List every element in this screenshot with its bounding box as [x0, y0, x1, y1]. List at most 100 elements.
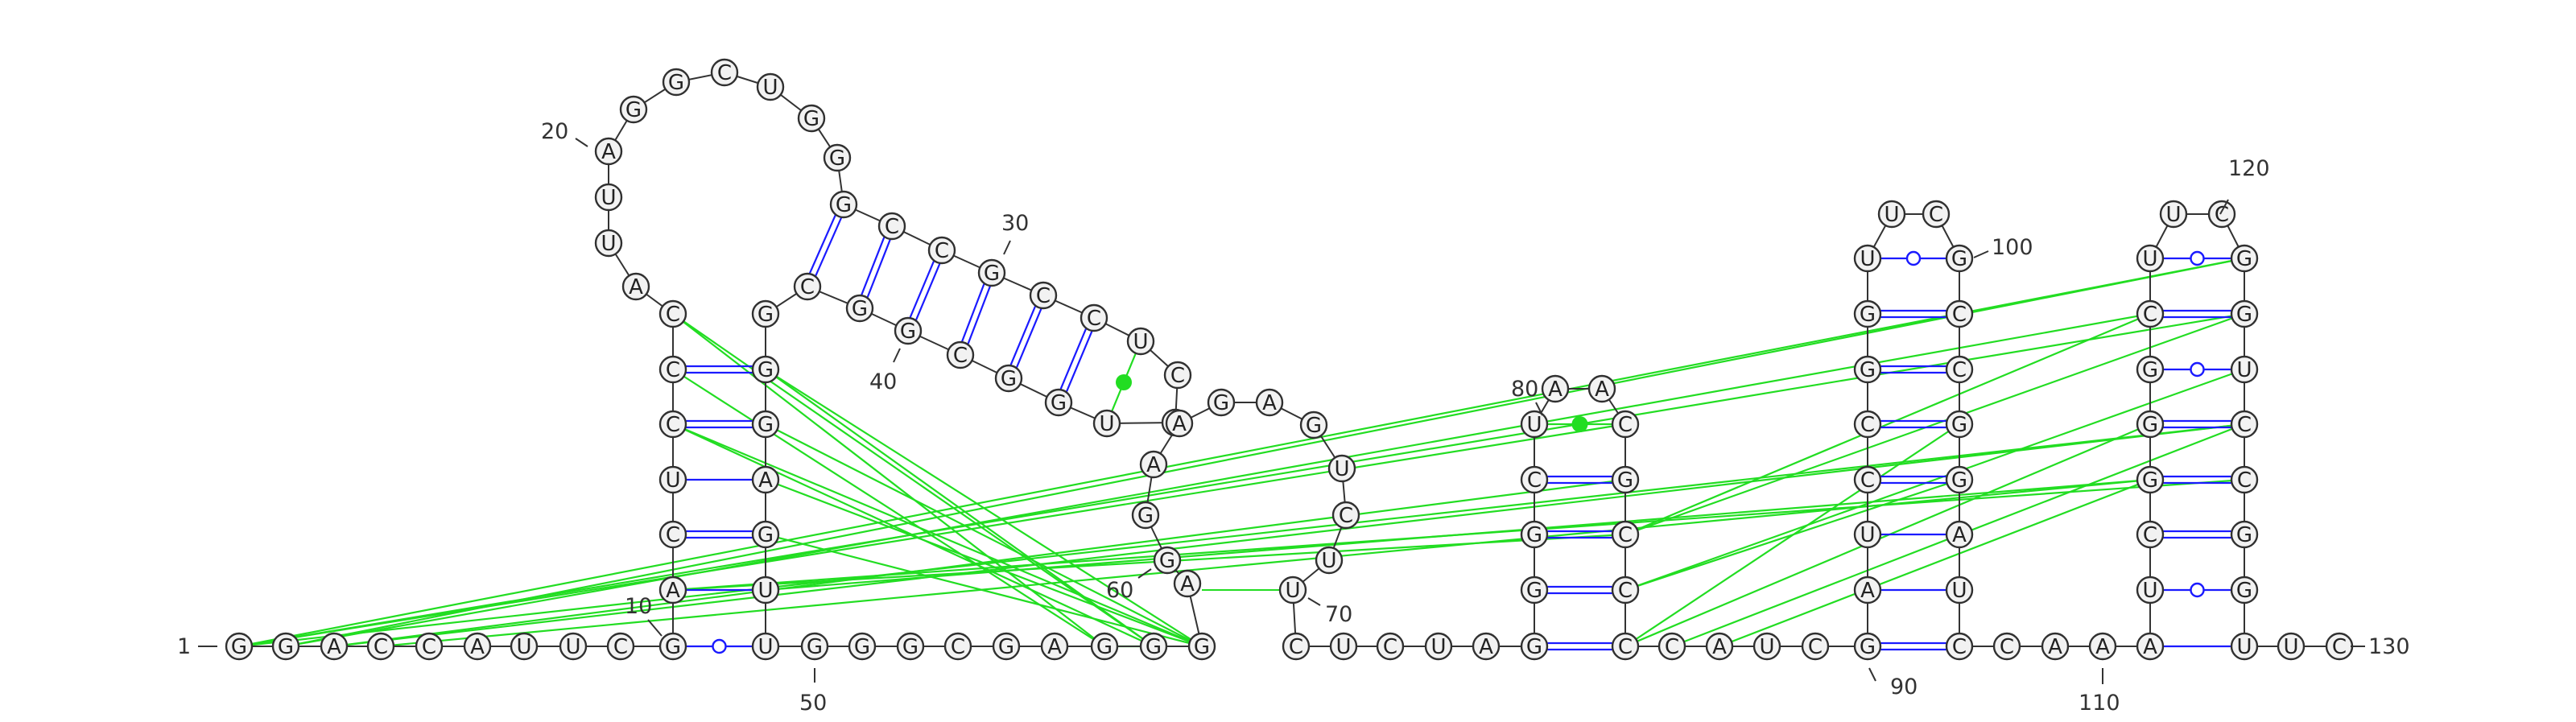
nucleotide-letter: G [1526, 635, 1542, 659]
nucleotide-letter: G [668, 71, 684, 95]
nucleotide-circle [1029, 281, 1058, 310]
nucleotide-circle [943, 632, 972, 661]
nucleotide-circle [1611, 410, 1640, 439]
nucleotide-letter: C [953, 344, 968, 368]
nucleotide-letter: C [2332, 635, 2347, 659]
nucleotide-circle [559, 632, 588, 661]
nucleotide-A: A [594, 137, 623, 166]
nucleotide-circle [1945, 244, 1974, 273]
nucleotide-letter: C [1618, 579, 1633, 603]
nucleotide-letter: C [2237, 413, 2252, 437]
nucleotide-circle [1853, 299, 1882, 328]
nucleotide-letter: C [1665, 635, 1679, 659]
nucleotide-circle [1207, 388, 1236, 417]
nucleotide-letter: G [1001, 367, 1017, 391]
nucleotide-circle [1126, 327, 1155, 356]
nucleotide-letter: A [758, 468, 773, 493]
nucleotide-circle [1044, 388, 1073, 417]
nucleotide-U: U [1520, 410, 1549, 439]
nucleotide-G: G [225, 632, 254, 661]
nucleotide-letter: C [1952, 635, 1967, 659]
nucleotide-letter: C [1929, 203, 1943, 227]
nucleotide-letter: G [2236, 579, 2252, 603]
nucleotide-circle [2230, 410, 2259, 439]
nucleotide-C: C [366, 632, 395, 661]
tertiary-interaction-line [238, 423, 2245, 648]
noncanonical-pair-marker [1571, 416, 1588, 432]
nucleotide-circle [1040, 632, 1069, 661]
nucleotide-G: G [1131, 501, 1160, 530]
nucleotide-letter: A [2048, 635, 2062, 659]
nucleotide-A: A [1040, 632, 1069, 661]
nucleotide-circle [2136, 632, 2165, 661]
nucleotide-letter: U [565, 635, 580, 659]
position-label-110: 110 [2079, 691, 2120, 716]
nucleotide-circle [894, 316, 923, 345]
nucleotide-letter: U [1285, 579, 1300, 603]
nucleotide-letter: U [1335, 635, 1351, 659]
nucleotide-letter: G [758, 523, 774, 547]
nucleotide-circle [606, 632, 635, 661]
nucleotide-U: U [2230, 355, 2259, 384]
nucleotide-circle [992, 632, 1021, 661]
nucleotide-circle [2230, 355, 2259, 384]
nucleotide-C: C [658, 355, 687, 384]
nucleotide-G: G [2136, 355, 2165, 384]
wobble-pair-marker [1905, 250, 1922, 266]
nucleotide-circle [1611, 632, 1640, 661]
nucleotide-circle [1611, 465, 1640, 494]
nucleotide-letter: G [758, 303, 774, 327]
nucleotide-letter: A [327, 635, 341, 659]
nucleotide-circle [1315, 546, 1344, 575]
nucleotide-letter: G [1860, 635, 1876, 659]
nucleotide-circle [1611, 576, 1640, 604]
nucleotide-A: A [1255, 388, 1284, 417]
nucleotide-circle [1090, 632, 1119, 661]
tertiary-interaction-line [765, 369, 1203, 647]
base-pair-line [904, 249, 940, 330]
nucleotide-circle [1153, 546, 1182, 575]
position-label-10: 10 [625, 594, 652, 619]
nucleotide-G: G [2230, 576, 2259, 604]
nucleotide-G: G [1299, 411, 1328, 439]
nucleotide-U: U [1092, 409, 1121, 438]
nucleotide-letter: G [1096, 635, 1113, 659]
nucleotide-circle [1080, 303, 1108, 332]
nucleotide-G: G [896, 632, 925, 661]
nucleotide-circle [658, 520, 687, 549]
wobble-pair-marker [712, 638, 727, 654]
nucleotide-letter: U [1526, 413, 1542, 437]
wobble-pair-marker [2190, 582, 2205, 598]
nucleotide-circle [710, 58, 739, 87]
nucleotide-circle [1299, 411, 1328, 439]
nucleotide-letter: G [1860, 358, 1876, 382]
tertiary-interaction-line [238, 257, 2245, 648]
position-label-1: 1 [177, 634, 191, 659]
nucleotide-letter: C [666, 413, 680, 437]
nucleotide-circle [756, 72, 785, 101]
nucleotide-circle [1945, 576, 1974, 604]
nucleotide-letter: C [1170, 364, 1185, 388]
nucleotide-G: G [2230, 520, 2259, 549]
nucleotide-C: C [658, 299, 687, 328]
nucleotide-letter: C [1860, 468, 1875, 493]
nucleotide-circle [751, 299, 780, 328]
nucleotide-circle [2277, 632, 2306, 661]
nucleotide-U: U [559, 632, 588, 661]
tertiary-interaction-line [1624, 423, 1960, 647]
nucleotide-C: C [2230, 410, 2259, 439]
nucleotide-A: A [621, 272, 650, 301]
nucleotide-letter: U [1759, 635, 1774, 659]
nucleotide-C: C [1801, 632, 1830, 661]
nucleotide-letter: C [1087, 307, 1101, 331]
nucleotide-letter: G [803, 107, 819, 131]
nucleotide-letter: C [422, 635, 436, 659]
nucleotide-C: C [2136, 299, 2165, 328]
position-label-90: 90 [1890, 675, 1918, 699]
nucleotide-circle [877, 212, 906, 241]
nucleotide-G: G [1207, 388, 1236, 417]
nucleotide-letter: U [516, 635, 531, 659]
tertiary-interaction-line [765, 423, 1203, 647]
nucleotide-letter: C [2143, 303, 2157, 327]
nucleotide-letter: C [1618, 635, 1633, 659]
